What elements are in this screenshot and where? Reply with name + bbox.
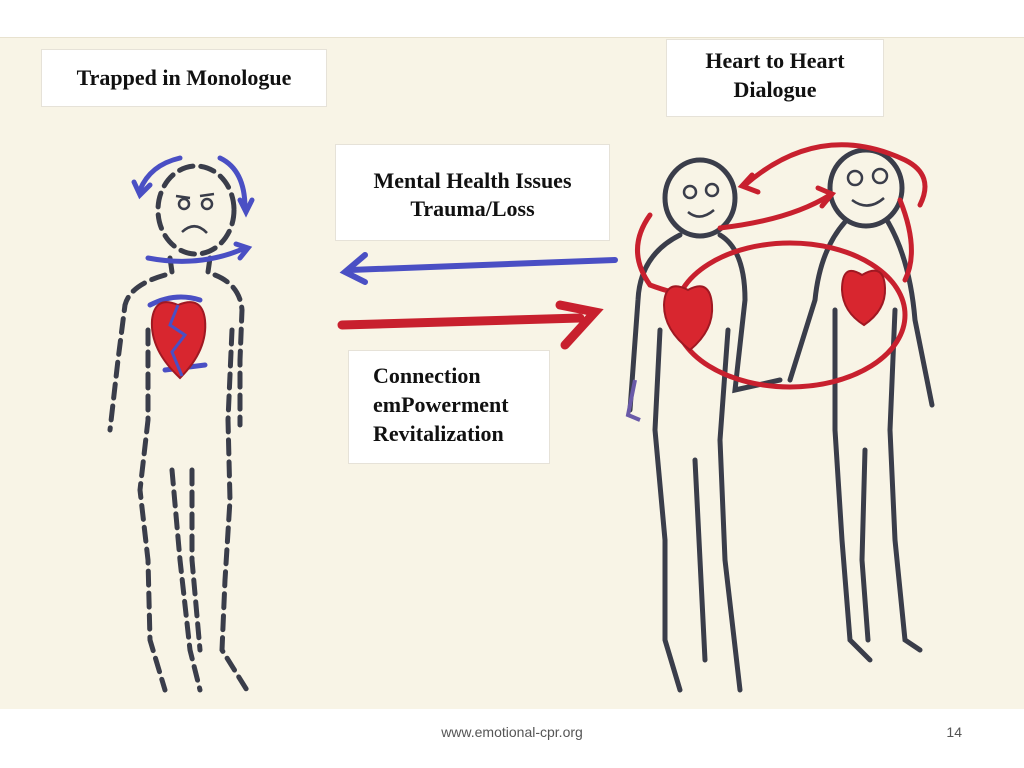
dialogue-figures bbox=[627, 147, 935, 693]
monologue-face bbox=[175, 192, 215, 234]
red-arrow-right bbox=[337, 300, 604, 350]
heart-to-heart-dialogue-label: Heart to Heart Dialogue bbox=[667, 40, 883, 116]
mental-health-issues-label: Mental Health Issues Trauma/Loss bbox=[336, 145, 609, 240]
dialogue-text-line2: Dialogue bbox=[733, 77, 817, 102]
purple-arm bbox=[625, 379, 641, 422]
connection-text-line2: emPowerment bbox=[373, 392, 509, 417]
dialogue-hearts bbox=[662, 269, 887, 352]
connection-text-line3: Revitalization bbox=[373, 421, 504, 446]
monologue-figure bbox=[107, 163, 253, 698]
dialogue-red-loops bbox=[635, 142, 928, 390]
issues-text-line1: Mental Health Issues bbox=[373, 168, 572, 193]
monologue-text: Trapped in Monologue bbox=[76, 65, 292, 90]
dialogue-faces bbox=[682, 167, 889, 218]
connection-label: Connection emPowerment Revitalization bbox=[349, 351, 549, 463]
monologue-broken-heart bbox=[150, 301, 207, 380]
footer-url: www.emotional-cpr.org bbox=[441, 724, 583, 740]
trapped-in-monologue-label: Trapped in Monologue bbox=[42, 50, 326, 106]
issues-text-line2: Trauma/Loss bbox=[410, 196, 535, 221]
connection-text-line1: Connection bbox=[373, 363, 481, 388]
dialogue-text-line1: Heart to Heart bbox=[705, 48, 845, 73]
blue-arrow-left bbox=[339, 252, 618, 285]
page-number: 14 bbox=[946, 724, 962, 740]
